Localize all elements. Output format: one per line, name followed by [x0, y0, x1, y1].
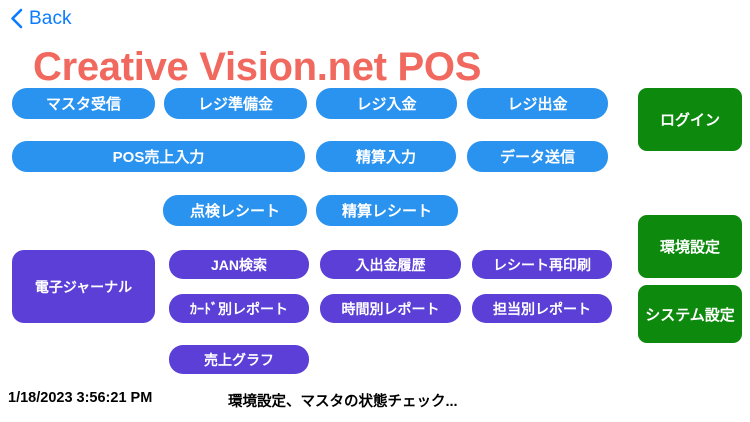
- button-label: システム設定: [645, 306, 735, 324]
- action-button-点検レシート[interactable]: 点検レシート: [163, 195, 307, 226]
- button-label: POS売上入力: [112, 149, 205, 166]
- back-button-label: Back: [29, 8, 72, 29]
- action-button-pos売上入力[interactable]: POS売上入力: [12, 141, 305, 172]
- button-label: JAN検索: [210, 256, 267, 273]
- button-label: 精算入力: [355, 149, 416, 166]
- status-datetime: 1/18/2023 3:56:21 PM: [8, 390, 153, 406]
- action-button-レジ準備金[interactable]: レジ準備金: [164, 88, 307, 119]
- button-label: レジ準備金: [197, 96, 273, 113]
- button-label: レジ入金: [356, 96, 417, 113]
- action-button-レジ出金[interactable]: レジ出金: [467, 88, 608, 119]
- button-label: 点検レシート: [189, 203, 280, 220]
- report-button-ｶｰﾄﾞ別レポート[interactable]: ｶｰﾄﾞ別レポート: [169, 294, 309, 323]
- button-label: 入出金履歴: [355, 256, 426, 273]
- button-label: レジ出金: [507, 96, 568, 113]
- settings-button-システム設定[interactable]: システム設定: [638, 285, 742, 343]
- button-label: データ送信: [499, 149, 575, 166]
- back-button[interactable]: Back: [10, 8, 72, 29]
- button-label: マスタ受信: [45, 96, 121, 113]
- button-label: 精算レシート: [341, 203, 432, 220]
- report-button-担当別レポート[interactable]: 担当別レポート: [472, 294, 612, 323]
- navigation-bar: Back: [0, 0, 750, 42]
- action-button-データ送信[interactable]: データ送信: [467, 141, 608, 172]
- page-title: Creative Vision.net POS: [33, 45, 482, 89]
- action-button-精算入力[interactable]: 精算入力: [316, 141, 456, 172]
- button-label: 売上グラフ: [204, 351, 274, 368]
- report-button-レシート再印刷[interactable]: レシート再印刷: [472, 250, 612, 279]
- action-button-レジ入金[interactable]: レジ入金: [316, 88, 457, 119]
- action-button-マスタ受信[interactable]: マスタ受信: [12, 88, 155, 119]
- report-button-jan検索[interactable]: JAN検索: [169, 250, 309, 279]
- status-bar: 1/18/2023 3:56:21 PM 環境設定、マスタの状態チェック...: [0, 390, 750, 422]
- report-button-入出金履歴[interactable]: 入出金履歴: [320, 250, 461, 279]
- settings-button-ログイン[interactable]: ログイン: [638, 88, 742, 151]
- button-label: 時間別レポート: [341, 300, 440, 317]
- action-button-精算レシート[interactable]: 精算レシート: [316, 195, 458, 226]
- report-button-売上グラフ[interactable]: 売上グラフ: [169, 345, 309, 374]
- button-label: 担当別レポート: [493, 300, 591, 317]
- button-label: ログイン: [659, 112, 720, 129]
- status-message: 環境設定、マスタの状態チェック...: [228, 394, 458, 410]
- button-label: 電子ジャーナル: [34, 278, 133, 295]
- report-button-電子ジャーナル[interactable]: 電子ジャーナル: [12, 250, 155, 323]
- report-button-時間別レポート[interactable]: 時間別レポート: [320, 294, 461, 323]
- chevron-left-icon: [11, 8, 23, 29]
- settings-button-環境設定[interactable]: 環境設定: [638, 215, 742, 278]
- button-label: ｶｰﾄﾞ別レポート: [190, 300, 288, 317]
- button-label: レシート再印刷: [493, 256, 591, 273]
- button-label: 環境設定: [659, 239, 720, 256]
